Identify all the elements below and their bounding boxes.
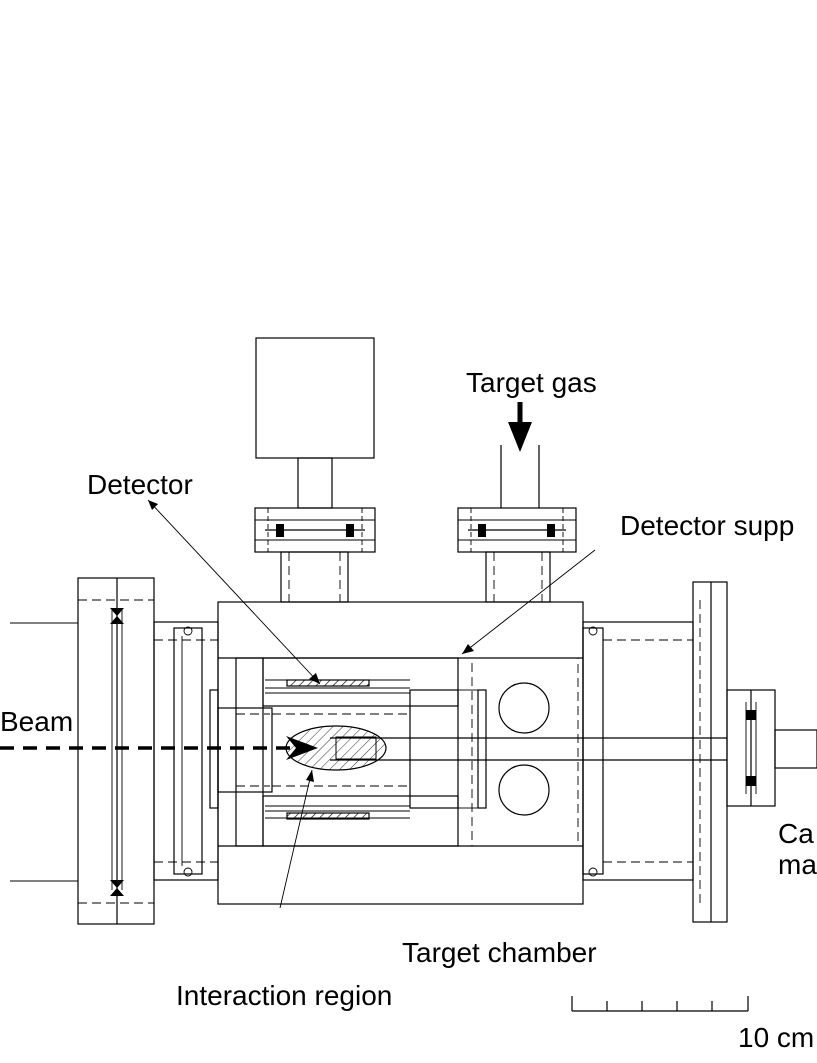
target-chamber <box>217 601 584 905</box>
leader-lines <box>147 499 596 909</box>
label-detector: Detector <box>87 469 193 500</box>
left-sleeve <box>153 621 219 881</box>
label-detector-support: Detector supp <box>620 510 794 541</box>
left-beam-pipe <box>10 622 78 882</box>
target-gas-arrow <box>508 402 532 452</box>
left-large-flange <box>77 577 155 925</box>
left-top-flange <box>254 507 376 603</box>
right-sleeve <box>582 581 817 923</box>
label-camera-line2: ma <box>778 849 817 880</box>
label-beam: Beam <box>0 706 73 737</box>
top-pump-box <box>255 337 375 509</box>
label-scale: 10 cm <box>738 1022 814 1053</box>
label-interaction-region: Interaction region <box>176 980 392 1011</box>
interaction-region-ellipse <box>285 725 387 771</box>
label-camera-line1: Ca <box>778 818 814 849</box>
label-target-gas: Target gas <box>466 367 597 398</box>
gas-inlet-flange <box>457 445 577 603</box>
scale-bar <box>571 996 749 1012</box>
label-target-chamber: Target chamber <box>402 937 597 968</box>
